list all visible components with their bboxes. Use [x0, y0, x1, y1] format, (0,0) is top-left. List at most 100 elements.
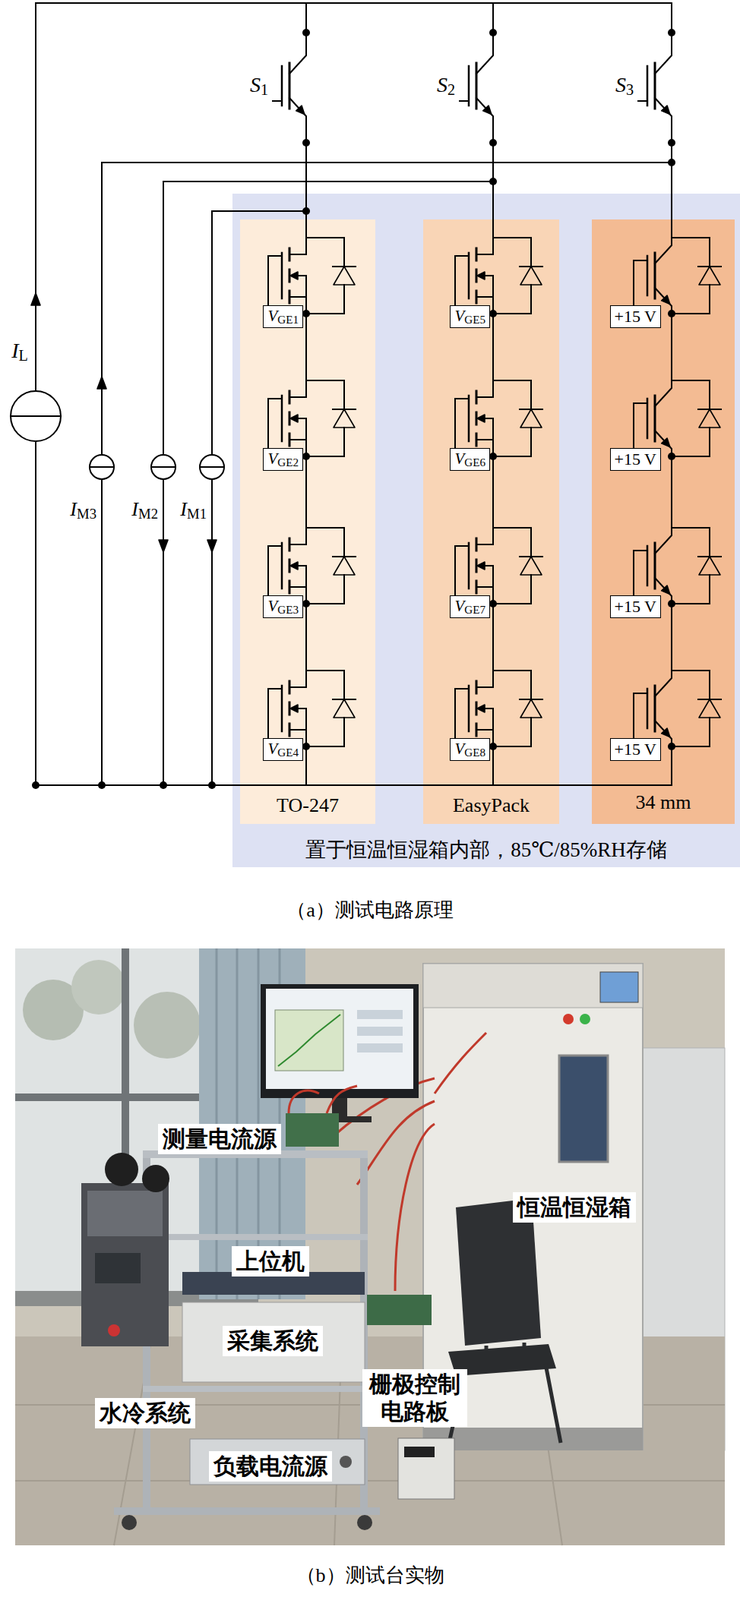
wire	[654, 237, 672, 264]
chamber-panel	[423, 964, 643, 1009]
igbt-bar	[475, 63, 478, 109]
cabinet	[642, 1048, 725, 1452]
junction-dot	[667, 743, 676, 751]
rack-shelf	[142, 1151, 368, 1159]
current-label-holder: IL	[11, 338, 29, 366]
diode-symbol	[333, 699, 355, 718]
mosfet-channel	[475, 581, 478, 594]
gate-lead	[459, 100, 469, 102]
current-arrow	[31, 293, 41, 306]
gate-lead	[633, 260, 648, 311]
wire	[289, 566, 307, 605]
wire	[34, 441, 37, 786]
body-arrow	[477, 414, 485, 423]
igbt-bar	[654, 543, 657, 589]
wire	[101, 162, 103, 456]
monitor-stand	[332, 1098, 348, 1120]
diode-symbol	[698, 699, 721, 718]
mosfet-gate	[281, 252, 284, 299]
enclosure-band: 置于恒温恒湿箱内部，85℃/85%RH存储TO-247VGE1VGE2VGE3V…	[232, 193, 740, 868]
rack-shelf	[142, 1386, 368, 1393]
wire	[671, 284, 710, 314]
junction-dot	[302, 743, 310, 751]
switch-label-holder: S3	[615, 72, 634, 100]
diode-symbol	[333, 266, 355, 285]
emitter-arrow	[661, 105, 671, 114]
callout-text: 水冷系统	[99, 1400, 191, 1428]
wire	[306, 380, 345, 410]
switch-label: S2	[436, 72, 456, 100]
diode-symbol	[520, 556, 542, 576]
wire	[163, 180, 494, 183]
top-bus	[35, 2, 672, 4]
chamber-screen	[600, 972, 639, 1003]
diode-symbol	[520, 409, 542, 428]
chart-curve	[278, 1015, 341, 1067]
wire	[289, 439, 307, 441]
wire	[305, 3, 307, 48]
igbt-bar	[288, 63, 291, 109]
body-arrow	[290, 414, 298, 423]
floor	[15, 1337, 725, 1547]
current-label: IM1	[180, 497, 207, 524]
wire	[654, 721, 672, 747]
wire	[654, 380, 672, 407]
wire	[306, 427, 345, 457]
junction-dot	[489, 743, 497, 751]
supply-display	[404, 1447, 435, 1458]
voltage-text: +15 V	[614, 449, 657, 470]
indicator-light	[579, 1014, 591, 1025]
junction-dot	[98, 781, 106, 790]
wire	[476, 418, 494, 457]
supply-voltage-box: +15 V	[610, 305, 661, 329]
current-label-holder: IM1	[180, 497, 207, 524]
monitor-screen	[265, 989, 414, 1090]
diode-bar	[519, 556, 543, 558]
wire	[289, 296, 307, 298]
callout-label: 水冷系统	[94, 1398, 196, 1430]
subfigure-caption: （b）测试台实物	[296, 1564, 445, 1588]
diode-bar	[519, 265, 543, 268]
current-arrow	[158, 540, 168, 553]
diode-symbol	[520, 699, 542, 718]
diode-bar	[332, 408, 356, 411]
wire	[305, 746, 307, 786]
wire	[493, 380, 532, 410]
wire	[211, 211, 213, 456]
chair-back	[455, 1198, 541, 1347]
wire	[493, 427, 532, 457]
mosfet-channel	[475, 433, 478, 446]
callout-label: 负载电流源	[208, 1451, 333, 1483]
mosfet-channel	[475, 391, 478, 404]
junction-dot	[489, 28, 497, 37]
gate-lead	[455, 398, 469, 454]
diode-bar	[519, 408, 543, 411]
acquisition-unit	[182, 1302, 365, 1383]
wire	[671, 427, 710, 457]
diode-symbol	[698, 556, 721, 576]
gate-lead	[455, 689, 469, 744]
knob	[339, 1456, 352, 1469]
wire	[305, 456, 307, 529]
wire	[492, 313, 494, 381]
body-arrow	[477, 705, 485, 713]
gate-voltage-box: VGE8	[449, 738, 491, 762]
wire	[671, 237, 710, 267]
wire	[476, 566, 494, 605]
wire	[289, 418, 307, 457]
current-source	[199, 455, 225, 480]
voltage-text: +15 V	[614, 740, 657, 760]
wire	[289, 98, 307, 124]
diode-symbol	[333, 409, 355, 428]
igbt-gate	[646, 398, 649, 439]
wire	[671, 575, 710, 605]
wire	[476, 98, 494, 124]
wire	[492, 123, 494, 238]
junction-dot	[489, 452, 497, 461]
supply-voltage-box: +15 V	[610, 738, 661, 762]
current-source-bar	[199, 466, 225, 469]
wire	[306, 284, 345, 314]
igbt-bar	[654, 395, 657, 442]
floor-tiles	[15, 1337, 725, 1547]
